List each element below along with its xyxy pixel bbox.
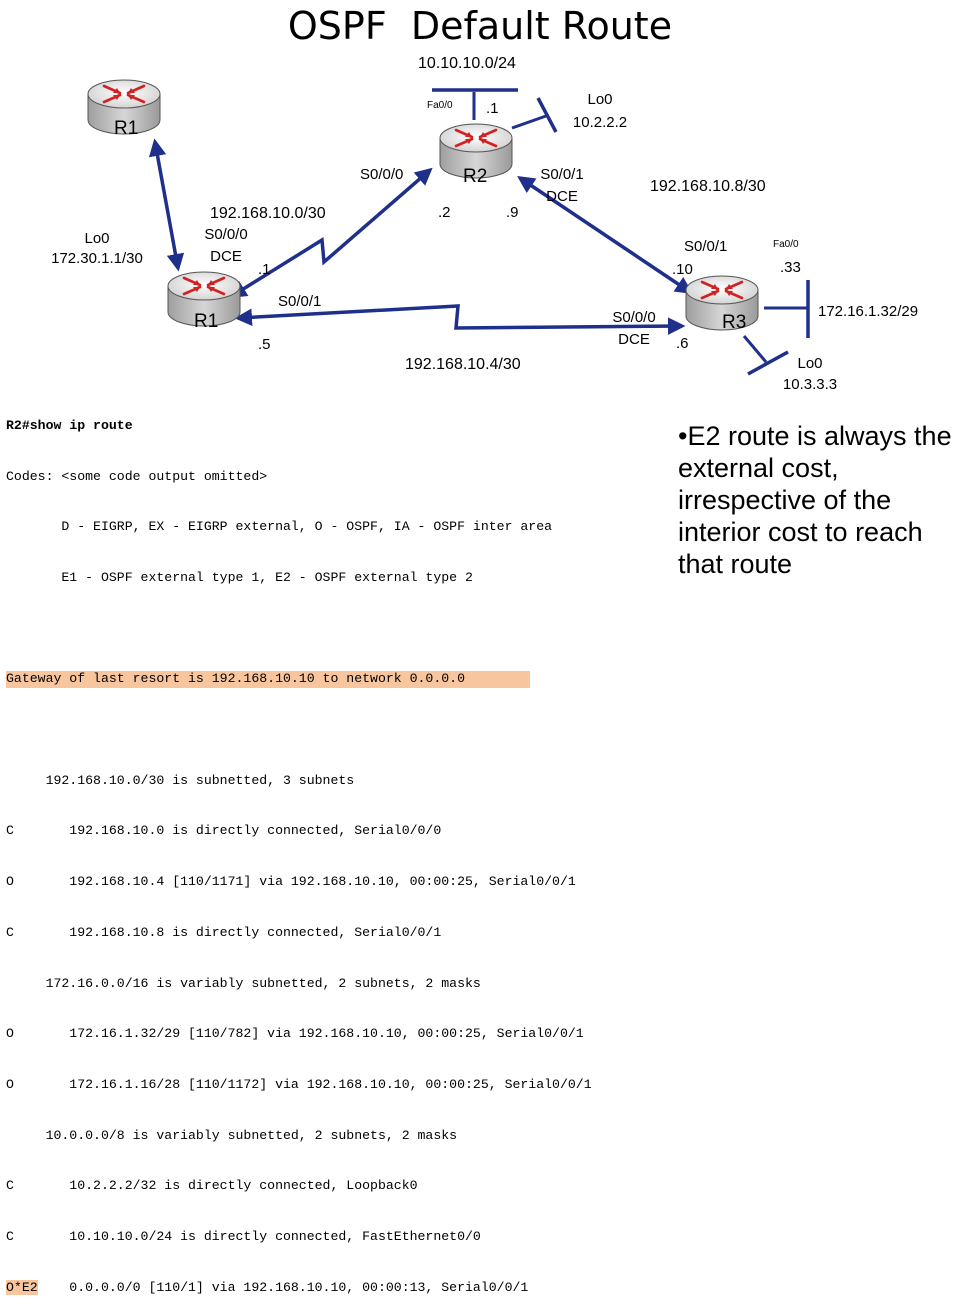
cli-output: R2#show ip route Codes: <some code outpu… (6, 384, 592, 1314)
cli-default-route-line: O*E2 0.0.0.0/0 [110/1] via 192.168.10.10… (6, 1279, 592, 1297)
r1-lo0-label: Lo0 172.30.1.1/30 (42, 230, 152, 267)
cli-default-route-text: 0.0.0.0/0 [110/1] via 192.168.10.10, 00:… (37, 1279, 529, 1295)
r2-s001-dce: DCE (546, 188, 578, 205)
cli-line (6, 621, 592, 638)
cli-line: D - EIGRP, EX - EIGRP external, O - OSPF… (6, 519, 553, 535)
r3-lan-label: 172.16.1.32/29 (818, 303, 919, 320)
cli-line: Codes: <some code output omitted> (6, 468, 268, 484)
r2-lo0-link (511, 114, 547, 130)
r2-lo0-label: Lo0 10.2.2.2 (560, 91, 640, 131)
r1-lo0-name: Lo0 (84, 230, 110, 247)
cli-command-line: R2#show ip route (6, 418, 592, 435)
router-r1-top-label: R1 (114, 118, 139, 139)
r3-s001-label: S0/0/1 (684, 238, 728, 255)
page-title: OSPF Default Route (287, 4, 673, 48)
router-r1-label: R1 (194, 311, 219, 332)
router-r3-label: R3 (722, 312, 747, 333)
cli-default-route-code: O*E2 (6, 1279, 38, 1295)
cli-line: C 10.2.2.2/32 is directly connected, Loo… (6, 1178, 418, 1194)
r1-s000-host-label: .1 (258, 261, 271, 278)
r1-s000-label: S0/0/0 DCE (195, 226, 257, 265)
r3-s000-host-label: .6 (676, 335, 689, 352)
cli-line: C 192.168.10.8 is directly connected, Se… (6, 924, 442, 940)
r1-s001-host-label: .5 (258, 336, 271, 353)
r2-s001-label: S0/0/1 DCE (532, 166, 592, 205)
cli-line (6, 722, 592, 739)
link-r1-r3-serial (234, 304, 686, 335)
net-r2-lan-label: 10.10.10.0/24 (418, 55, 516, 72)
r1-s000-name: S0/0/0 (204, 226, 248, 243)
cli-line: E1 - OSPF external type 1, E2 - OSPF ext… (6, 569, 473, 585)
net-r2-r3-label: 192.168.10.8/30 (650, 178, 766, 195)
r3-fa00-label: Fa0/0 (773, 239, 799, 250)
r2-s000-host-label: .2 (438, 204, 451, 221)
cli-line: O 192.168.10.4 [110/1171] via 192.168.10… (6, 874, 576, 890)
r3-s000-dce: DCE (618, 331, 650, 348)
link-r1top-r1 (148, 138, 185, 272)
r2-lo0-bar (536, 97, 558, 133)
r3-lo0-ip: 10.3.3.3 (782, 376, 838, 393)
cli-line: 172.16.0.0/16 is variably subnetted, 2 s… (6, 975, 481, 991)
cli-line: O 172.16.1.32/29 [110/782] via 192.168.1… (6, 1026, 584, 1042)
r1-s001-label: S0/0/1 (278, 293, 322, 310)
cli-line: O 172.16.1.16/28 [110/1172] via 192.168.… (6, 1076, 592, 1092)
r2-s000-label: S0/0/0 (360, 166, 404, 183)
cli-gateway-highlight: Gateway of last resort is 192.168.10.10 … (6, 671, 530, 689)
r3-lo0-link (742, 335, 768, 363)
router-r2-label: R2 (463, 166, 488, 187)
r1-lo0-ip: 172.30.1.1/30 (51, 250, 143, 267)
r3-lo0-name: Lo0 (797, 355, 823, 372)
r1-s000-dce: DCE (210, 248, 242, 265)
r2-lo0-name: Lo0 (587, 91, 613, 108)
net-r1-r2-label: 192.168.10.0/30 (210, 205, 326, 222)
cli-line: C 192.168.10.0 is directly connected, Se… (6, 823, 442, 839)
r3-s000-name: S0/0/0 (612, 309, 656, 326)
topology-diagram (86, 78, 810, 376)
cli-gateway-line: Gateway of last resort is 192.168.10.10 … (6, 671, 592, 689)
bullet-note: •E2 route is always the external cost, i… (678, 421, 952, 579)
r3-fa00-host-label: .33 (780, 259, 801, 276)
r2-s001-name: S0/0/1 (540, 166, 584, 183)
r3-s001-host-label: .10 (672, 261, 693, 278)
r3-s000-label: S0/0/0 DCE (598, 309, 670, 348)
cli-line: C 10.10.10.0/24 is directly connected, F… (6, 1229, 481, 1245)
net-r1-r3-label: 192.168.10.4/30 (405, 356, 521, 373)
link-r1-r2-serial (229, 167, 433, 298)
r2-fa00-label: Fa0/0 (427, 100, 453, 111)
cli-line: 10.0.0.0/8 is variably subnetted, 2 subn… (6, 1127, 458, 1143)
cli-line: 192.168.10.0/30 is subnetted, 3 subnets (6, 772, 355, 788)
link-r2-r3-serial (517, 176, 693, 294)
r2-fa00-host-label: .1 (486, 100, 499, 117)
cli-prompt: R2# (6, 417, 30, 433)
r2-s001-host-label: .9 (506, 204, 519, 221)
r2-lo0-ip: 10.2.2.2 (572, 114, 628, 131)
cli-command: show ip route (29, 417, 133, 433)
r3-lo0-bar (747, 350, 789, 376)
r3-lo0-label: Lo0 10.3.3.3 (770, 355, 850, 393)
